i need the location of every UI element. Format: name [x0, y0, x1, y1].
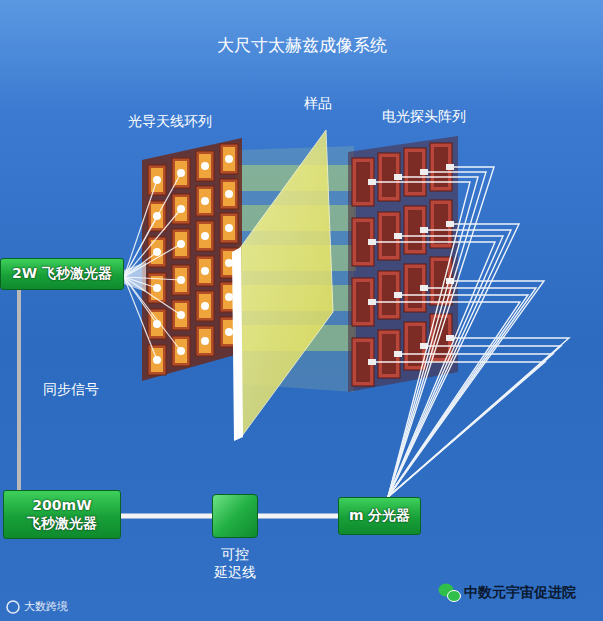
probe-fiber	[388, 236, 503, 497]
pump-fiber	[124, 180, 157, 277]
node-text: 2W 飞秒激光器	[12, 265, 112, 283]
probe-fiber	[388, 172, 486, 497]
probe-cell	[378, 153, 402, 201]
probe-cell	[404, 148, 428, 196]
probe-fiber	[388, 167, 494, 497]
laser-box: 2W 飞秒激光器	[0, 258, 124, 290]
logo-icon	[7, 601, 19, 613]
signal-label: 同步信号	[43, 381, 99, 399]
antenna-frame	[142, 138, 242, 381]
antenna-cell	[220, 179, 238, 209]
watermark: 大数跨境	[24, 600, 68, 614]
pump-fiber	[124, 277, 181, 351]
probe-cell	[352, 158, 376, 206]
antenna-cell	[196, 186, 214, 216]
probe-array	[352, 143, 454, 386]
pump-beam	[124, 262, 146, 292]
probe-cell	[378, 212, 402, 260]
node-text: m 分光器	[349, 507, 410, 525]
antenna-cell	[196, 221, 214, 251]
probe-cell	[378, 330, 402, 378]
antenna-cell	[196, 291, 214, 321]
pump-fiber	[124, 173, 181, 277]
probe-fiber	[388, 338, 569, 497]
probe-cell	[404, 322, 428, 370]
wechat-icon	[448, 591, 461, 602]
antenna-array	[148, 144, 238, 375]
probe-cell	[430, 257, 454, 305]
probe-cell	[352, 278, 376, 326]
probe-cell	[404, 206, 428, 254]
pump-fiber	[124, 173, 181, 360]
splitter-box: m 分光器	[338, 497, 421, 535]
probe-cell	[352, 218, 376, 266]
part-label: 光导天线环列	[128, 113, 212, 131]
laser-box: 200mW 飞秒激光器	[3, 490, 121, 539]
antenna-cell	[196, 151, 214, 181]
probe-cell	[352, 338, 376, 386]
node-caption: 可控 延迟线	[209, 545, 261, 581]
sample-plate	[240, 130, 333, 436]
probe-fiber	[388, 281, 544, 497]
probe-cell	[430, 143, 454, 191]
part-label: 样品	[304, 95, 332, 113]
node-text: 200mW 飞秒激光器	[12, 497, 112, 532]
sample-edge	[232, 247, 243, 441]
antenna-cell	[196, 326, 214, 356]
antenna-cell	[220, 213, 238, 243]
antenna-cell	[220, 144, 238, 174]
delay-line-box: 可控 延迟线	[212, 494, 258, 538]
probe-cell	[404, 264, 428, 312]
diagram-title: 大尺寸太赫兹成像系统	[0, 35, 603, 56]
watermark: 中数元宇宙促进院	[464, 584, 576, 602]
probe-cell	[378, 271, 402, 319]
part-label: 电光探头阵列	[382, 108, 466, 126]
pump-fiber	[124, 209, 181, 277]
antenna-cell	[196, 256, 214, 286]
connector	[17, 290, 21, 491]
connector	[258, 514, 338, 519]
probe-cell	[430, 200, 454, 248]
probe-fiber	[376, 167, 569, 497]
probe-fiber	[388, 224, 519, 497]
probe-fiber	[376, 182, 470, 497]
connector	[121, 514, 212, 519]
